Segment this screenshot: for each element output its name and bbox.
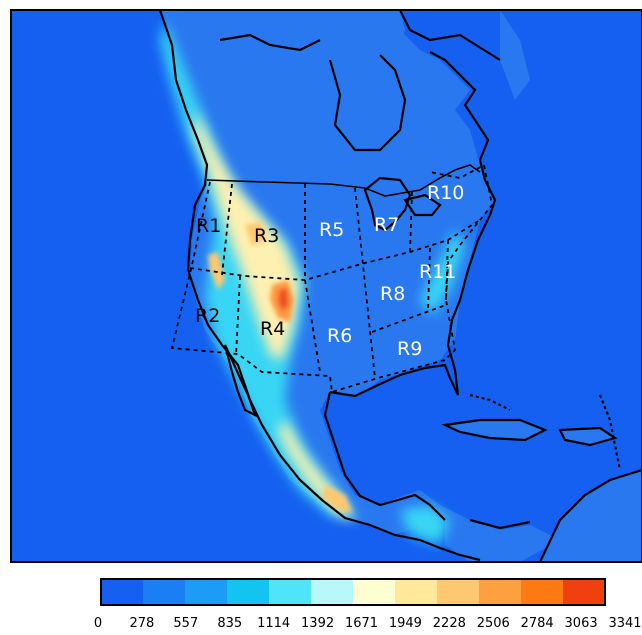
colorbar-tick-label: 3341 [608, 616, 641, 631]
region-label-r4: R4 [260, 318, 285, 340]
colorbar-ticks: 0 278 557 835 1114 1392 1671 1949 2228 2506 2784 30… [94, 616, 642, 631]
colorbar-cell [521, 579, 564, 605]
baja-coastline [223, 344, 257, 418]
colorbar-tick-label: 1392 [301, 616, 334, 631]
boundary-vertical-r8-r11 [427, 247, 431, 313]
region-label-r3: R3 [254, 225, 279, 247]
region-label-r9: R9 [397, 338, 422, 360]
region-label-r7: R7 [374, 214, 399, 236]
hudson-bay-coastline [328, 54, 407, 152]
colorbar-tick-label: 557 [173, 616, 198, 631]
colorbar-cell [479, 579, 522, 605]
central-america-coastline [439, 518, 531, 562]
boundary-row-mid [371, 304, 447, 333]
boundary-vertical-r2-r4 [235, 275, 241, 357]
region-outer-boundary [170, 163, 493, 394]
gulf-coastline [323, 363, 459, 521]
south-america-land [540, 470, 642, 562]
wyoming-peak [245, 222, 266, 246]
map-frame [10, 9, 642, 563]
cuba-coastline [441, 418, 548, 442]
colorbar-tick-label: 278 [130, 616, 155, 631]
region-label-r6: R6 [327, 325, 352, 347]
colorbar-frame [100, 578, 606, 606]
atlantic-coastline [429, 51, 497, 396]
colorbar-cell [185, 579, 228, 605]
boundary-vertical-r3-r5 [304, 184, 321, 373]
colorbar-cells [101, 579, 606, 605]
boundary-vertical-r5-r7 [354, 187, 376, 379]
great-lakes-outline [363, 176, 442, 232]
us-border [206, 164, 481, 197]
central-america-mid-band [400, 505, 450, 545]
colorbar-tick-label: 1671 [345, 616, 378, 631]
boundary-vertical-r7-r10 [409, 191, 413, 253]
caribbean-islands [469, 393, 622, 471]
bahamas-dotted [469, 393, 511, 411]
colorbar-tick-label: 3063 [565, 616, 598, 631]
arctic-coastline [219, 10, 501, 61]
colorbar-cell [395, 579, 438, 605]
colorbar-cell [563, 579, 606, 605]
colorbar-cell [353, 579, 396, 605]
colorbar-tick-label: 0 [94, 616, 102, 631]
colorado-peak-core [278, 288, 289, 312]
colorbar-tick-label: 1114 [257, 616, 290, 631]
colorbar-tick-label: 2506 [477, 616, 510, 631]
pacific-coastline [158, 10, 441, 550]
region-label-r8: R8 [380, 283, 405, 305]
colorbar-tick-label: 2784 [521, 616, 554, 631]
appalachian-mid-band [420, 230, 465, 315]
region-label-r10: R10 [427, 182, 464, 204]
colorbar-cell [227, 579, 270, 605]
mexico-plateau-peak [322, 485, 352, 512]
colorbar-tick-label: 2228 [433, 616, 466, 631]
colorbar-cell [143, 579, 186, 605]
boundary-r10-r11 [445, 239, 449, 301]
region-boundaries [170, 163, 493, 394]
colorbar: 0 278 557 835 1114 1392 1671 1949 2228 2506 2784 30… [94, 578, 642, 631]
region-label-r5: R5 [319, 219, 344, 241]
lesser-antilles-dotted [598, 394, 622, 471]
region-label-r1: R1 [196, 215, 221, 237]
colorbar-tick-label: 1949 [389, 616, 422, 631]
colorbar-cell [437, 579, 480, 605]
colorbar-cell [101, 579, 144, 605]
colorbar-cell [311, 579, 354, 605]
coastlines [158, 10, 642, 562]
colorbar-tick-label: 835 [217, 616, 242, 631]
hispaniola-coastline [558, 426, 618, 447]
region-label-r11: R11 [419, 261, 456, 283]
cuba-land [445, 420, 545, 440]
colorbar-cell [269, 579, 312, 605]
greenland-edge-land [500, 10, 530, 100]
arctic-island-land [330, 10, 405, 70]
region-label-r2: R2 [195, 305, 220, 327]
south-america-coastline [539, 468, 642, 562]
